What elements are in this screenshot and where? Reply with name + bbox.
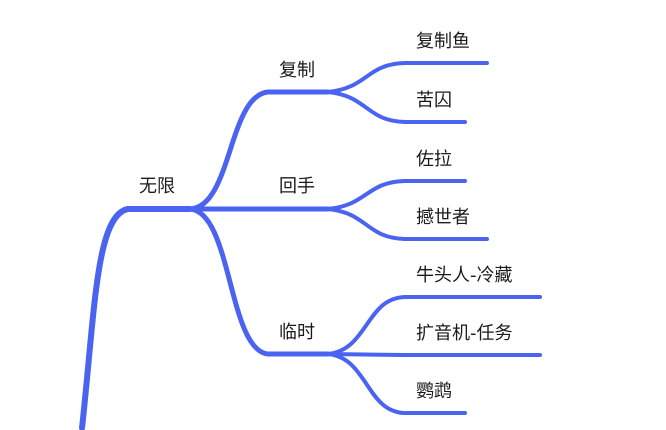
branch-linshi-to-yingwu <box>326 352 467 415</box>
branch-huishou-to-hanshizhe <box>326 207 489 241</box>
branch-linshi-to-kuoyinji <box>326 352 542 357</box>
branch-huishou-to-zuola <box>326 179 467 211</box>
branch-root-to-fuzhi <box>187 89 331 212</box>
node-hanshizhe-label: 撼世者 <box>416 207 470 228</box>
node-kuoyinji-label: 扩音机-任务 <box>416 323 513 344</box>
mind-map-labels: 无限 复制 回手 临时 复制鱼 苦囚 佐拉 撼世者 牛头人-冷藏 扩音机-任务 … <box>139 31 513 402</box>
mind-map-branches <box>79 61 542 430</box>
branch-fuzhi-to-kuqiu <box>326 90 467 124</box>
node-root-label: 无限 <box>139 176 175 197</box>
node-fuzhiyu-label: 复制鱼 <box>416 31 470 52</box>
branch-linshi-to-niutouren <box>326 295 542 356</box>
branch-root-trunk <box>79 206 193 430</box>
node-yingwu-label: 鹦鹉 <box>416 381 452 402</box>
branch-fuzhi-to-fuzhiyu <box>326 61 489 94</box>
branch-root-to-linshi <box>187 206 331 357</box>
node-huishou-label: 回手 <box>279 176 315 197</box>
node-niutouren-label: 牛头人-冷藏 <box>416 265 513 286</box>
node-zuola-label: 佐拉 <box>416 149 452 170</box>
node-kuqiu-label: 苦囚 <box>416 90 452 111</box>
node-linshi-label: 临时 <box>279 322 315 343</box>
node-fuzhi-label: 复制 <box>279 60 315 81</box>
